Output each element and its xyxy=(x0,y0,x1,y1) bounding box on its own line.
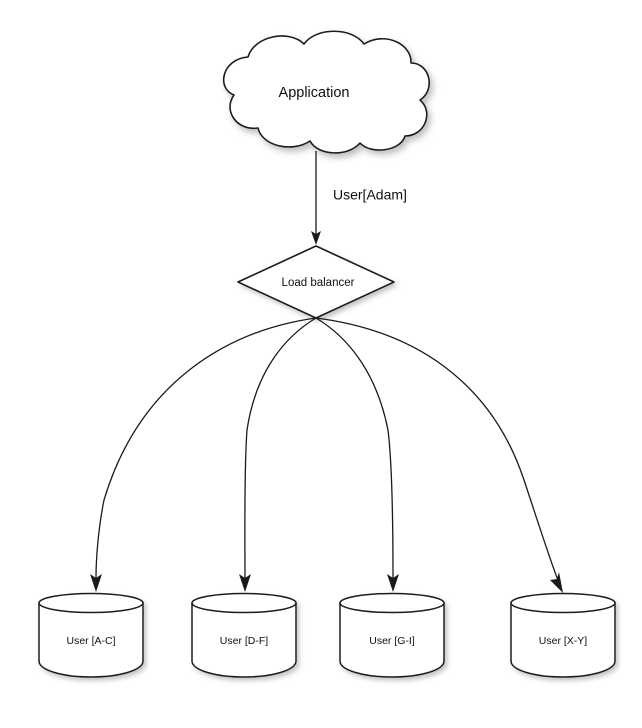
node-shard-2[interactable]: User [D-F] xyxy=(191,592,297,678)
edge-app-to-balancer-label: User[Adam] xyxy=(333,187,407,203)
shard-2-label: User [D-F] xyxy=(220,635,268,647)
shard-3-label: User [G-I] xyxy=(369,635,415,647)
edge-balancer-to-shard-1 xyxy=(90,317,317,592)
application-label: Application xyxy=(279,85,350,101)
edge-balancer-to-shard-4-arrowhead xyxy=(550,572,563,593)
shard-3-body xyxy=(339,602,445,678)
edge-balancer-to-shard-1-line xyxy=(95,317,317,579)
load-balancer-label: Load balancer xyxy=(282,277,355,289)
node-shard-4[interactable]: User [X-Y] xyxy=(510,592,616,678)
node-shard-1[interactable]: User [A-C] xyxy=(38,592,144,678)
edge-balancer-to-shard-3-line xyxy=(315,317,394,579)
shard-1-body xyxy=(38,602,144,678)
shard-4-label: User [X-Y] xyxy=(539,635,588,647)
shard-2-body xyxy=(191,602,297,678)
shard-4-body xyxy=(510,602,616,678)
edge-balancer-to-shard-3 xyxy=(315,317,399,592)
edge-balancer-to-shard-2 xyxy=(239,317,317,592)
edge-balancer-to-shard-2-line xyxy=(244,317,317,579)
node-application[interactable]: Application xyxy=(223,30,430,154)
edge-balancer-to-shard-4 xyxy=(315,317,563,593)
edge-balancer-to-shard-3-arrowhead xyxy=(387,574,399,592)
cloud-shape xyxy=(223,30,430,154)
shard-1-top xyxy=(38,592,144,614)
edge-app-to-balancer: User[Adam] xyxy=(311,151,407,245)
edge-balancer-to-shard-2-arrowhead xyxy=(239,574,251,592)
shard-3-top xyxy=(339,592,445,614)
edge-app-to-balancer-arrowhead xyxy=(311,231,321,245)
node-shard-3[interactable]: User [G-I] xyxy=(339,592,445,678)
shard-4-top xyxy=(510,592,616,614)
edge-balancer-to-shard-1-arrowhead xyxy=(90,574,102,592)
edge-balancer-to-shard-4-line xyxy=(315,317,559,581)
shard-2-top xyxy=(191,592,297,614)
shard-1-label: User [A-C] xyxy=(66,635,115,647)
node-load-balancer[interactable]: Load balancer xyxy=(237,245,395,319)
